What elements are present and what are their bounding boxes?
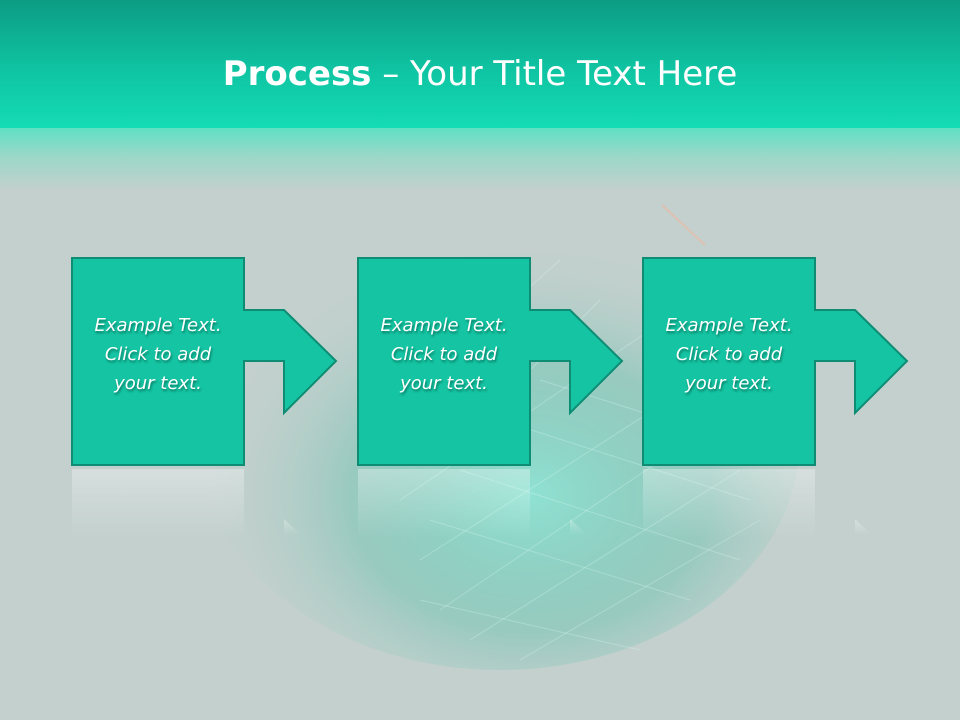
step-text[interactable]: Example Text. Click to add your text.: [73, 311, 243, 398]
step-text-line: your text.: [114, 373, 202, 394]
title-bar-glow: [0, 128, 960, 190]
step-text[interactable]: Example Text. Click to add your text.: [644, 311, 814, 398]
title-bar: [0, 0, 960, 128]
step-text-line: Example Text.: [380, 315, 508, 336]
slide-title-bold: Process: [222, 54, 372, 94]
step-text-line: Click to add: [390, 344, 498, 365]
slide-title[interactable]: Process – Your Title Text Here: [0, 52, 960, 96]
step-reflection: [643, 469, 872, 539]
process-step-3[interactable]: Example Text. Click to add your text.: [642, 257, 922, 467]
step-text-line: your text.: [685, 373, 773, 394]
step-text-line: Example Text.: [665, 315, 793, 336]
step-text-line: Example Text.: [94, 315, 222, 336]
step-text-line: your text.: [400, 373, 488, 394]
arrow-right-icon: [71, 257, 338, 466]
step-text-line: Click to add: [104, 344, 212, 365]
step-reflection: [358, 469, 587, 539]
process-step-2[interactable]: Example Text. Click to add your text.: [357, 257, 637, 467]
slide-title-rest: – Your Title Text Here: [371, 54, 738, 94]
step-text[interactable]: Example Text. Click to add your text.: [359, 311, 529, 398]
arrow-right-icon: [357, 257, 624, 466]
process-step-1[interactable]: Example Text. Click to add your text.: [71, 257, 351, 467]
arrow-right-icon: [642, 257, 909, 466]
step-reflection: [72, 469, 301, 539]
step-text-line: Click to add: [675, 344, 783, 365]
